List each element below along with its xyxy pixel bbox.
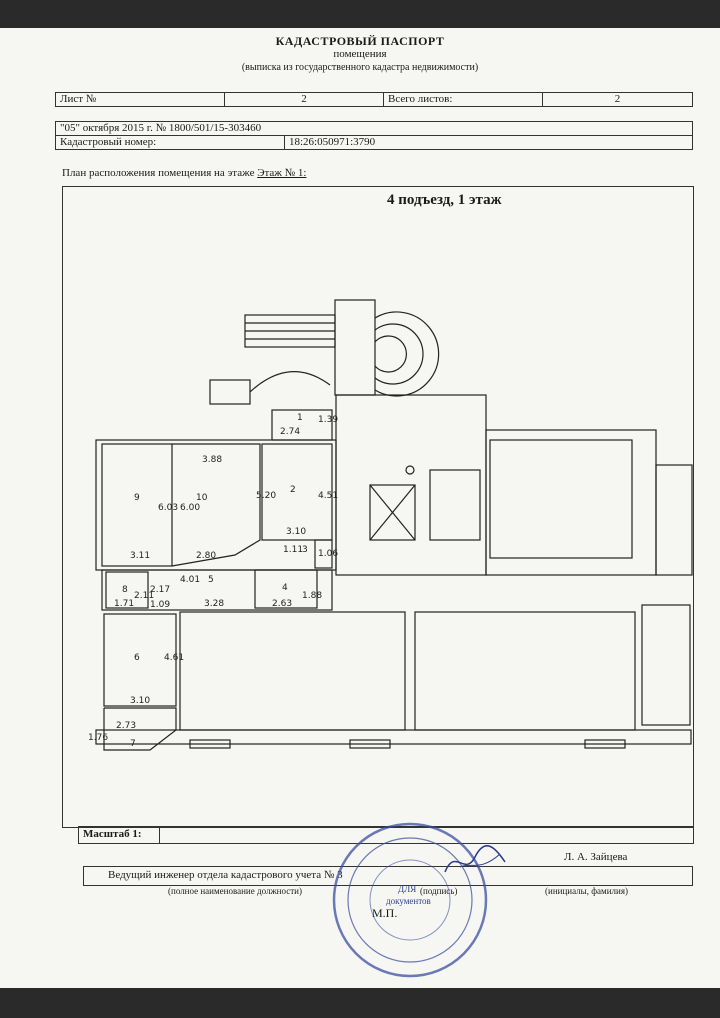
right-room-outline	[489, 439, 633, 559]
stairwell	[429, 469, 481, 541]
caption-signature: (подпись)	[420, 886, 458, 896]
room-7-outline	[103, 707, 177, 751]
camera-border-bottom	[0, 988, 720, 1018]
dim-2-a: 5.20	[256, 491, 276, 501]
window-2	[349, 739, 391, 749]
room-9-number: 9	[134, 493, 140, 503]
camera-border-top	[0, 0, 720, 28]
room-6-outline	[103, 613, 177, 707]
room-7-number: 7	[130, 739, 136, 749]
corridor-5-outline	[101, 569, 333, 611]
room-2-outline	[261, 443, 333, 541]
bottom-room-right	[414, 611, 636, 731]
dim-5-a: 4.01	[180, 575, 200, 585]
dim-8-a: 2.17	[150, 585, 170, 595]
right-edge-wall	[655, 464, 693, 576]
plan-caption: План расположения помещения на этаже Эта…	[62, 167, 306, 179]
room-1-number: 1	[297, 413, 303, 423]
dim-2-b: 4.51	[318, 491, 338, 501]
bottom-room-left	[179, 611, 406, 731]
dim-7-b: 1.76	[88, 733, 108, 743]
seal-place-label: М.П.	[372, 906, 398, 920]
dim-10-b: 6.00	[180, 503, 200, 513]
dim-7-a: 2.73	[116, 721, 136, 731]
room-4-outline	[254, 569, 318, 609]
room-9-outline	[101, 443, 173, 567]
dim-9-a: 6.03	[158, 503, 178, 513]
official-stamp	[332, 822, 488, 978]
window-3	[584, 739, 626, 749]
stamp-center-text-1: ДЛЯ	[398, 884, 417, 894]
cadastral-number: 18:26:050971:3790	[284, 135, 693, 150]
room-10-outline	[171, 443, 261, 567]
extract-note: (выписка из государственного кадастра не…	[241, 62, 479, 73]
position-title: Ведущий инженер отдела кадастрового учет…	[108, 869, 343, 881]
plan-heading: 4 подъезд, 1 этаж	[387, 192, 502, 208]
dim-4-a: 2.63	[272, 599, 292, 609]
room-10-number: 10	[196, 493, 208, 503]
bottom-wall-strip	[95, 729, 692, 745]
document-sheet	[0, 28, 720, 988]
document-info-table: "05" октября 2015 г. № 1800/501/15-30346…	[55, 121, 693, 150]
bottom-room-edge	[641, 604, 691, 726]
sheet-label: Лист №	[55, 92, 225, 107]
dim-4-b: 1.88	[302, 591, 322, 601]
caption-name: (инициалы, фамилия)	[545, 886, 628, 896]
dim-8-d: 1.09	[150, 600, 170, 610]
scale-row: Масштаб 1:	[78, 826, 694, 844]
cadastral-label: Кадастровый номер:	[55, 135, 285, 150]
room-6-number: 6	[134, 653, 140, 663]
dim-10-c: 2.80	[196, 551, 216, 561]
dim-3-b: 1.06	[318, 549, 338, 559]
total-sheets-label: Всего листов:	[383, 92, 543, 107]
room-1-outline	[271, 409, 333, 441]
dim-1-a: 2.74	[280, 427, 300, 437]
document-title: КАДАСТРОВЫЙ ПАСПОРТ	[275, 34, 445, 48]
caption-position: (полное наименование должности)	[168, 886, 302, 896]
window-1	[189, 739, 231, 749]
floor-label: Этаж № 1:	[257, 167, 307, 179]
room-8-outline	[105, 571, 149, 609]
dim-5-b: 3.28	[204, 599, 224, 609]
room-4-number: 4	[282, 583, 288, 593]
room-3-number: 3	[302, 545, 308, 555]
engineer-name: Л. А. Зайцева	[564, 851, 628, 863]
dim-6-a: 4.61	[164, 653, 184, 663]
room-5-number: 5	[208, 575, 214, 585]
scale-label: Масштаб 1:	[83, 828, 142, 840]
dim-8-b: 2.11	[134, 591, 154, 601]
dim-2-c: 3.10	[286, 527, 306, 537]
room-3-outline	[314, 539, 333, 569]
elevator-shaft	[369, 484, 416, 541]
room-2-number: 2	[290, 485, 296, 495]
room-8-number: 8	[122, 585, 128, 595]
dim-1-b: 1.39	[318, 415, 338, 425]
sheet-number-table: Лист № 2 Всего листов: 2	[55, 92, 693, 107]
dim-8-c: 1.71	[114, 599, 134, 609]
stamp-center-text-2: документов	[386, 896, 431, 906]
column-icon	[405, 465, 415, 475]
document-subtitle: помещения	[333, 48, 387, 60]
dim-3-a: 1.11	[283, 545, 303, 555]
dim-6-b: 3.10	[130, 696, 150, 706]
handwritten-signature	[444, 845, 506, 873]
entrance-porch	[334, 299, 376, 396]
floor-plan-frame	[62, 186, 694, 828]
canopy-arc	[249, 371, 331, 393]
dim-10-a: 3.88	[202, 455, 222, 465]
plan-caption-prefix: План расположения помещения на этаже	[62, 167, 255, 179]
total-sheets-value: 2	[542, 92, 693, 107]
side-steps	[209, 379, 251, 405]
semicircular-stairs	[374, 311, 440, 397]
dim-9-b: 3.11	[130, 551, 150, 561]
right-wing-outline	[485, 429, 657, 576]
